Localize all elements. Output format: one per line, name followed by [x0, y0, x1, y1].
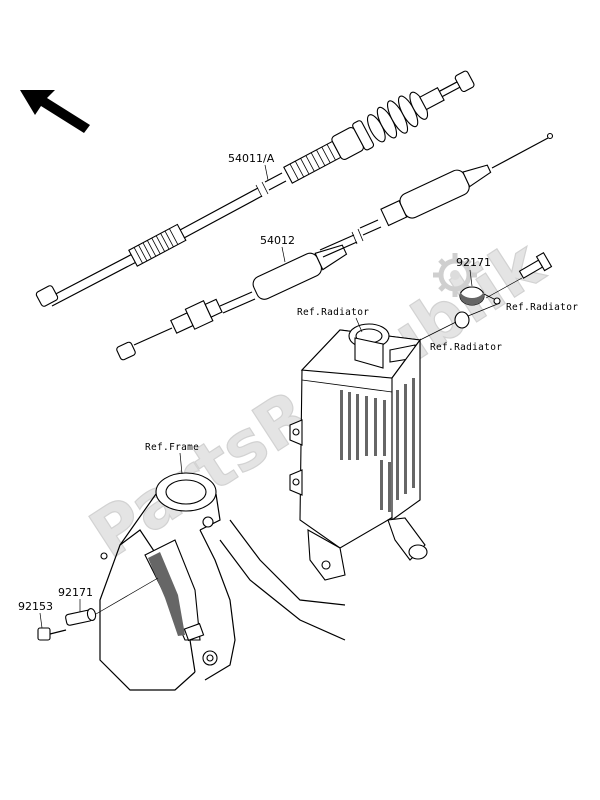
label-54012: 54012: [260, 234, 295, 247]
bolt-left-part: [37, 627, 67, 641]
radiator-fins: [340, 378, 415, 512]
gear-icon: [433, 253, 477, 297]
radiator: [289, 323, 428, 581]
clutch-cable: [35, 70, 475, 307]
label-ref-radiator-mid: Ref.Radiator: [430, 342, 502, 353]
label-54011-a: 54011/A: [228, 152, 275, 165]
label-ref-frame: Ref.Frame: [145, 442, 199, 453]
label-92153: 92153: [18, 600, 53, 613]
clamp-left-part: [65, 577, 159, 626]
bolt-right-part: [485, 251, 553, 299]
label-ref-radiator-right: Ref.Radiator: [506, 302, 578, 313]
frame: [99, 472, 346, 691]
part-labels: 54011/A 54012 92171 Ref.Radiator Ref.Rad…: [18, 152, 578, 629]
throttle-cable: [116, 132, 554, 361]
grommet-part: [419, 302, 501, 341]
label-92171-top: 92171: [456, 256, 491, 269]
front-direction-arrow-icon: [20, 90, 90, 133]
label-92171-left: 92171: [58, 586, 93, 599]
label-ref-radiator-top: Ref.Radiator: [297, 307, 369, 318]
clamp-top-part: [459, 286, 501, 306]
